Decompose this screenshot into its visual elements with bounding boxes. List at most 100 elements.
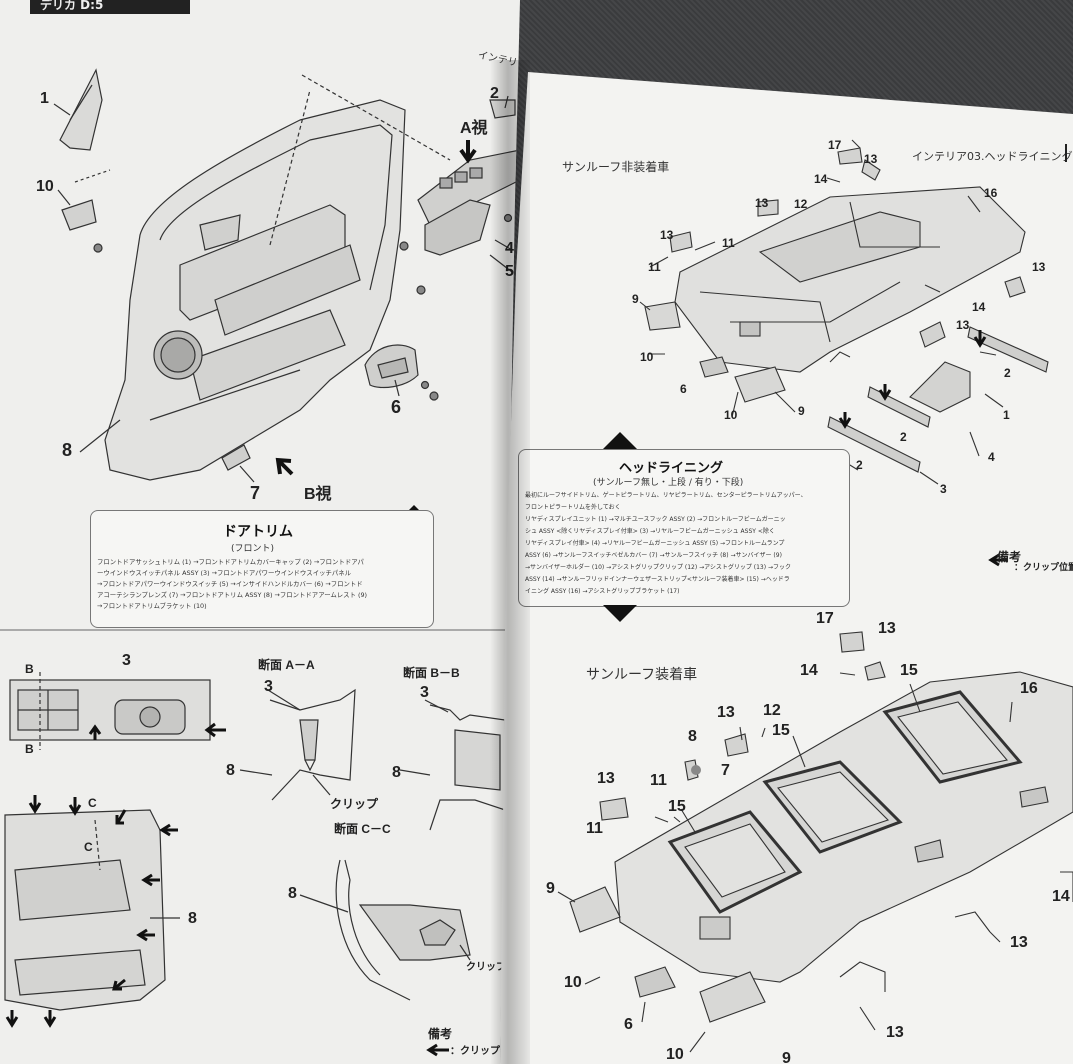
r-top-9: 9: [632, 292, 639, 306]
r-bot-15b: 15: [772, 722, 790, 739]
r-bot-12: 12: [763, 702, 781, 719]
r-info-line: リヤディスプレイ付車> (4) →リヤルーフビームガーニッシュ ASSY (5)…: [525, 540, 785, 547]
r-top-16: 16: [984, 186, 998, 200]
r-bot-7: 7: [721, 762, 730, 779]
r-bot-6: 6: [624, 1016, 633, 1033]
r-top-10a: 10: [640, 350, 654, 364]
r-bot-15c: 15: [668, 798, 686, 815]
label-view-a: A視: [460, 120, 488, 137]
r-top-14: 14: [814, 172, 828, 186]
r-top-13c: 13: [660, 228, 674, 242]
section-cc-title: 断面 C－C: [334, 822, 391, 836]
r-info-line: リヤディスプレイユニット (1) →マルチユースフック ASSY (2) →フロ…: [525, 516, 786, 523]
info-line: フロントドアサッシュトリム (1) →フロントドアトリムカバーキャップ (2) …: [97, 558, 364, 566]
r-top-3: 3: [940, 482, 947, 496]
label-bottom-part-8: 8: [188, 910, 197, 927]
label-view-b: B視: [304, 486, 332, 503]
label-clip-cc: クリップ: [466, 962, 506, 973]
section-bb-title: 断面 B－B: [403, 666, 460, 680]
r-bot-9b: 9: [782, 1050, 791, 1064]
header-bar: [1065, 144, 1067, 162]
right-page: インテリア03.ヘッドライニング サンルーフ非装着車 サンルーフ装着車: [500, 72, 1073, 1064]
header-tab: デリカ D:5: [30, 0, 190, 14]
r-bot-11a: 11: [650, 772, 667, 789]
label-aa-part-8: 8: [226, 762, 235, 779]
r-box-top-marker: [603, 432, 637, 449]
info-box-subtitle: (フロント): [231, 544, 275, 554]
r-bot-13a: 13: [878, 620, 896, 637]
r-info-line: ASSY (6) →サンルーフスイッチベゼルカバー (7) →サンルーフスイッチ…: [525, 552, 782, 559]
r-top-13a: 13: [864, 152, 878, 166]
r-top-6: 6: [680, 382, 687, 396]
label-part-8: 8: [62, 440, 73, 460]
r-info-subtitle: (サンルーフ無し・上段 / 有り・下段): [593, 478, 744, 488]
section-aa-title: 断面 A－A: [258, 658, 315, 672]
r-top-1: 1: [1003, 408, 1010, 422]
info-box-body: フロントドアサッシュトリム (1) →フロントドアトリムカバーキャップ (2) …: [97, 557, 367, 612]
r-top-11a: 11: [722, 236, 735, 250]
bottom-bulb: [691, 765, 701, 775]
r-bot-17: 17: [816, 610, 834, 627]
r-info-title: ヘッドライニング: [619, 461, 724, 476]
r-top-13b: 13: [755, 196, 769, 210]
r-bot-10b: 10: [666, 1046, 684, 1063]
r-bot-13d: 13: [1010, 934, 1028, 951]
r-top-2a: 2: [1004, 366, 1011, 380]
label-b-top: B: [25, 662, 34, 676]
r-top-10b: 10: [724, 408, 738, 422]
r-bot-14b: 14: [1052, 888, 1070, 905]
label-part-10: 10: [36, 178, 54, 195]
sunroof-title: サンルーフ装着車: [586, 667, 698, 683]
note-label-left: 備考: [428, 1027, 453, 1041]
label-c-bottom: C: [84, 840, 93, 854]
label-part-2: 2: [490, 85, 499, 103]
r-top-14b: 14: [972, 300, 986, 314]
headlining-info-box: ヘッドライニング (サンルーフ無し・上段 / 有り・下段) 最初にルーフサイドト…: [518, 449, 850, 607]
r-info-line: イニング ASSY (16) →アシストグリップブラケット (17): [525, 588, 680, 595]
label-part-6: 6: [391, 397, 402, 417]
door-trim-info-box: ドアトリム (フロント) フロントドアサッシュトリム (1) →フロントドアトリ…: [90, 510, 434, 628]
info-box-title: ドアトリム: [223, 524, 293, 540]
label-section-part-3: 3: [122, 652, 131, 669]
r-info-line: フロントピラートリムを外しておく: [525, 504, 621, 511]
note-label-right: 備考: [997, 550, 1022, 564]
r-bot-13b: 13: [717, 704, 735, 721]
r-info-line: ASSY (14) →サンルーフリッドインナーウェザーストリップ<サンルーフ装着…: [525, 576, 790, 583]
note-text-right: ：クリップ位置: [1014, 562, 1073, 572]
info-line: ーウインドウスイッチパネル ASSY (3) →フロントドアパワーウインドウスイ…: [97, 569, 352, 577]
r-bot-16: 16: [1020, 680, 1038, 697]
label-b-bottom: B: [25, 742, 34, 756]
r-bot-14: 14: [800, 662, 818, 679]
r-bot-11b: 11: [586, 820, 603, 837]
r-top-9b: 9: [798, 404, 805, 418]
r-info-line: 最初にルーフサイドトリム、ゲートピラートリム、リヤピラートリム、センターピラート…: [525, 492, 807, 499]
label-part-5: 5: [505, 263, 514, 281]
label-bb-part-8: 8: [392, 764, 401, 781]
note-text-left: ：クリップ位置: [450, 1046, 520, 1057]
r-bot-13e: 13: [886, 1024, 904, 1041]
r-top-17: 17: [828, 138, 842, 152]
no-sunroof-title: サンルーフ非装着車: [562, 160, 670, 174]
r-box-bottom-marker: [603, 605, 637, 622]
r-bot-13c: 13: [597, 770, 615, 787]
r-top-12: 12: [794, 197, 808, 211]
r-top-2b: 2: [900, 430, 907, 444]
r-info-body: 最初にルーフサイドトリム、ゲートピラートリム、リヤピラートリム、センターピラート…: [525, 490, 807, 598]
book-spine-shadow: [490, 60, 530, 1064]
header-tab-text: デリカ D:5: [40, 0, 104, 12]
r-bot-15a: 15: [900, 662, 918, 679]
right-page-header: インテリア03.ヘッドライニング: [912, 150, 1073, 163]
label-clip-aa: クリップ: [330, 797, 379, 811]
r-top-2c: 2: [856, 458, 863, 472]
info-line: アコーテシランプレンズ (7) →フロントドアトリム ASSY (8) →フロン…: [97, 591, 368, 599]
r-info-line: →サンバイザーホルダー (10) →アシストグリップクリップ (12) →アシス…: [525, 564, 792, 571]
label-part-7: 7: [250, 483, 261, 503]
label-c-top: C: [88, 796, 97, 810]
r-top-11b: 11: [648, 260, 661, 274]
r-bot-9: 9: [546, 880, 555, 897]
info-line: →フロントドアパワーウインドウスイッチ (5) →インサイドハンドルカバー (6…: [97, 580, 363, 588]
r-bot-10a: 10: [564, 974, 582, 991]
label-aa-part-3: 3: [264, 678, 273, 695]
r-top-13d: 13: [1032, 260, 1046, 274]
label-part-1: 1: [40, 90, 49, 107]
